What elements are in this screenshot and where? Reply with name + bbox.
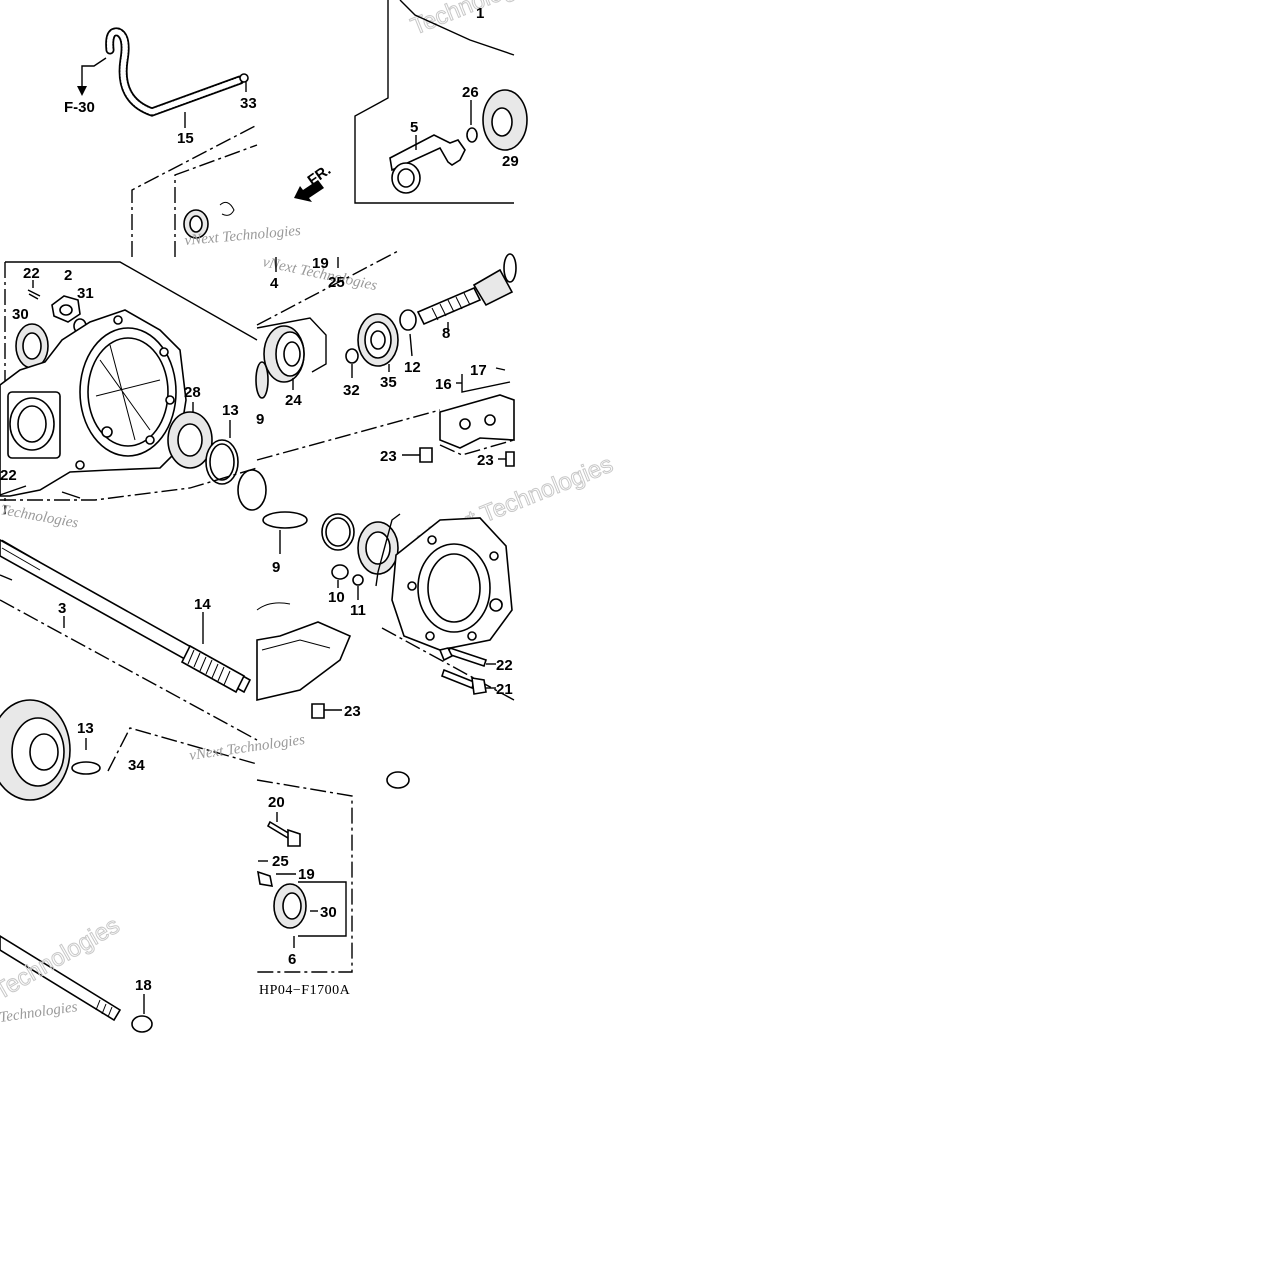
part-label-15: 15 — [177, 130, 194, 147]
part-label-25b: 25 — [272, 853, 289, 870]
watermark: Technologies — [0, 999, 79, 1026]
front-direction-arrow: FR. — [294, 161, 334, 202]
part-label-34: 34 — [128, 757, 145, 774]
part-label-19b: 19 — [298, 866, 315, 883]
part-5-collar — [389, 134, 466, 194]
part-label-19: 19 — [312, 255, 329, 272]
part-label-22: 22 — [23, 265, 40, 282]
part-label-14: 14 — [194, 596, 211, 613]
part-label-30: 30 — [12, 306, 29, 323]
ref-arrow-label: F-30 — [64, 99, 95, 116]
tile-mid-left: 22 2 31 30 28 13 — [0, 261, 267, 532]
part-label-31: 31 — [77, 285, 94, 302]
part-label-6: 6 — [288, 951, 296, 968]
part-label-23: 23 — [380, 448, 397, 465]
part-label-9b: 9 — [272, 559, 280, 576]
lower-guard-plate — [256, 602, 352, 702]
part-label-5: 5 — [410, 119, 418, 136]
tile-lower-left: 14 3 13 34 vNext Technologies — [0, 539, 306, 801]
tile-center: vNext Technologies 19 25 4 24 9 32 35 12 — [255, 249, 517, 469]
part-label-11: 11 — [350, 602, 366, 619]
part-label-3: 3 — [58, 600, 66, 617]
ring-gear — [0, 699, 71, 801]
part-label-2: 2 — [64, 267, 72, 284]
watermark: vNext Technologies — [188, 732, 306, 764]
diagram-code: HP04−F1700A — [259, 983, 351, 998]
tile-bottom-center: 20 25 19 30 6 HP04−F1700A — [256, 771, 410, 998]
part-label-22c: 22 — [496, 657, 513, 674]
part-label-12: 12 — [404, 359, 421, 376]
part-label-22b: 22 — [0, 467, 17, 484]
part-label-18: 18 — [135, 977, 152, 994]
part-8-pinion-shaft — [416, 268, 514, 326]
part-label-24: 24 — [285, 392, 302, 409]
part-label-23b: 23 — [477, 452, 494, 469]
part-label-8: 8 — [442, 325, 450, 342]
part-label-35: 35 — [380, 374, 397, 391]
watermark: Technologies — [0, 502, 80, 531]
part-label-25: 25 — [328, 274, 345, 291]
part-24-gear — [263, 325, 305, 383]
part-label-1: 1 — [476, 5, 484, 22]
part-label-32: 32 — [343, 382, 360, 399]
part-label-26: 26 — [462, 84, 479, 101]
svg-text:FR.: FR. — [305, 161, 335, 189]
part-label-16: 16 — [435, 376, 452, 393]
part-16-guide-plate — [439, 394, 515, 449]
gear-case-housing — [0, 309, 187, 497]
part-label-28: 28 — [184, 384, 201, 401]
tile-lower-center: vNext Technologies 9 10 11 — [256, 450, 617, 720]
tile-bottom-left: 18 Technologies Technologies — [0, 911, 153, 1033]
part-35-bearing — [357, 313, 399, 367]
part-label-20: 20 — [268, 794, 285, 811]
part-label-30b: 30 — [320, 904, 337, 921]
part-label-33: 33 — [240, 95, 257, 112]
part-18-axle — [0, 935, 153, 1033]
part-label-21: 21 — [496, 681, 513, 698]
part-label-23c: 23 — [344, 703, 361, 720]
gear-case-cover — [391, 517, 513, 651]
breather-hose — [105, 27, 245, 117]
part-label-13: 13 — [222, 402, 239, 419]
part-label-9: 9 — [256, 411, 264, 428]
tile-top-left: F-30 15 33 vNext Technologies — [64, 27, 302, 257]
part-label-10: 10 — [328, 589, 345, 606]
part-label-13b: 13 — [77, 720, 94, 737]
tile-top-middle: Technologies 5 26 29 1 FR. — [294, 0, 548, 204]
part-label-17: 17 — [470, 362, 487, 379]
part-label-4: 4 — [270, 275, 279, 292]
part-14-drive-shaft — [0, 539, 252, 694]
part-30-oil-seal — [273, 883, 307, 929]
part-label-29: 29 — [502, 153, 519, 170]
